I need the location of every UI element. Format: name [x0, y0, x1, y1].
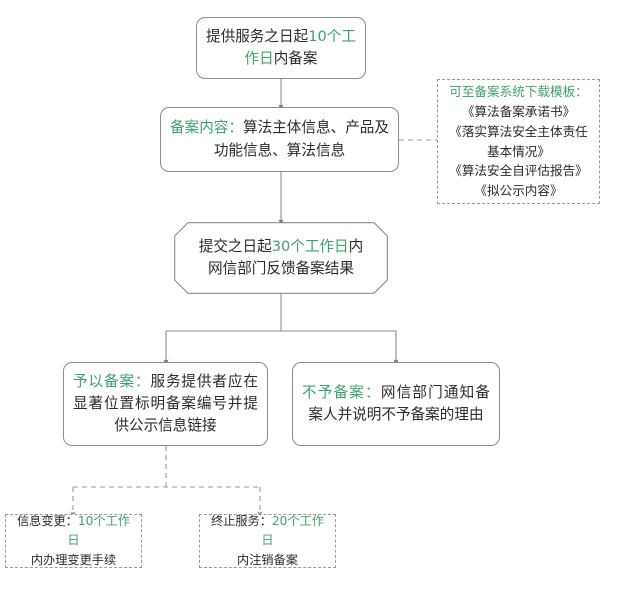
template-note-heading-text: 可至备案系统下载模板：	[449, 83, 588, 99]
terminate-line1: 终止服务：20个工作日	[200, 512, 335, 550]
approved-outcome-text: 予以备案：服务提供者应在显著位置标明备案编号并提供公示信息链接	[64, 371, 267, 438]
rejected-outcome-text: 不予备案：网信部门通知备案人并说明不予备案的理由	[293, 382, 499, 426]
filing-deadline-days-number: 10	[308, 27, 327, 45]
feedback-deadline-line1: 提交之日起30个工作日内	[174, 236, 388, 258]
terminate-label: 终止服务：	[210, 514, 272, 529]
info-change-days: 10个工作日	[67, 514, 130, 548]
template-note-item-4: 《拟公示内容》	[474, 183, 563, 199]
template-note-item-3: 《算法安全自评估报告》	[449, 163, 588, 179]
approved-outcome-box[interactable]: 予以备案：服务提供者应在显著位置标明备案编号并提供公示信息链接	[63, 362, 268, 446]
terminate-line2: 内注销备案	[237, 552, 298, 567]
terminate-service-note[interactable]: 终止服务：20个工作日 内注销备案	[199, 514, 336, 568]
template-note-heading: 可至备案系统下载模板：	[438, 82, 599, 102]
feedback-deadline-box[interactable]: 提交之日起30个工作日内 网信部门反馈备案结果	[174, 222, 388, 294]
terminate-days: 20个工作日	[261, 514, 324, 548]
template-download-note[interactable]: 可至备案系统下载模板： 《算法备案承诺书》 《落实算法安全主体责任基本情况》 《…	[437, 79, 600, 204]
rejected-detail: 网信部门通知备案人并说明不予备案的理由	[308, 383, 490, 423]
feedback-pre: 提交之日起	[198, 237, 272, 255]
filing-deadline-text: 提供服务之日起10个工作日内备案	[197, 26, 365, 70]
approved-detail: 服务提供者应在显著位置标明备案编号并提供公示信息链接	[73, 372, 258, 435]
filing-deadline-pre: 提供服务之日起	[206, 27, 309, 45]
filing-deadline-box[interactable]: 提供服务之日起10个工作日内备案	[196, 17, 366, 79]
filing-content-label: 备案内容：	[170, 119, 243, 137]
info-change-note[interactable]: 信息变更：10个工作日 内办理变更手续	[5, 514, 142, 568]
info-change-line1: 信息变更：10个工作日	[6, 512, 141, 550]
info-change-label: 信息变更：	[16, 514, 78, 529]
feedback-box-frame	[174, 222, 388, 294]
template-note-item-1: 《算法备案承诺书》	[461, 103, 576, 119]
filing-content-text: 备案内容：算法主体信息、产品及功能信息、算法信息	[161, 117, 398, 161]
feedback-post: 内	[348, 237, 364, 255]
rejected-outcome-box[interactable]: 不予备案：网信部门通知备案人并说明不予备案的理由	[292, 362, 500, 446]
filing-content-box[interactable]: 备案内容：算法主体信息、产品及功能信息、算法信息	[160, 107, 399, 172]
filing-deadline-post: 内备案	[273, 50, 318, 67]
filing-content-detail: 算法主体信息、产品及功能信息、算法信息	[213, 119, 389, 159]
rejected-label: 不予备案：	[302, 383, 381, 401]
filing-deadline-days-unit: 个工作日	[244, 27, 356, 67]
feedback-days: 30个工作日	[271, 237, 349, 255]
info-change-line2: 内办理变更手续	[30, 552, 117, 567]
feedback-deadline-line2: 网信部门反馈备案结果	[208, 260, 354, 277]
approved-label: 予以备案：	[73, 372, 151, 390]
template-note-item-2: 《落实算法安全主体责任基本情况》	[449, 123, 588, 159]
